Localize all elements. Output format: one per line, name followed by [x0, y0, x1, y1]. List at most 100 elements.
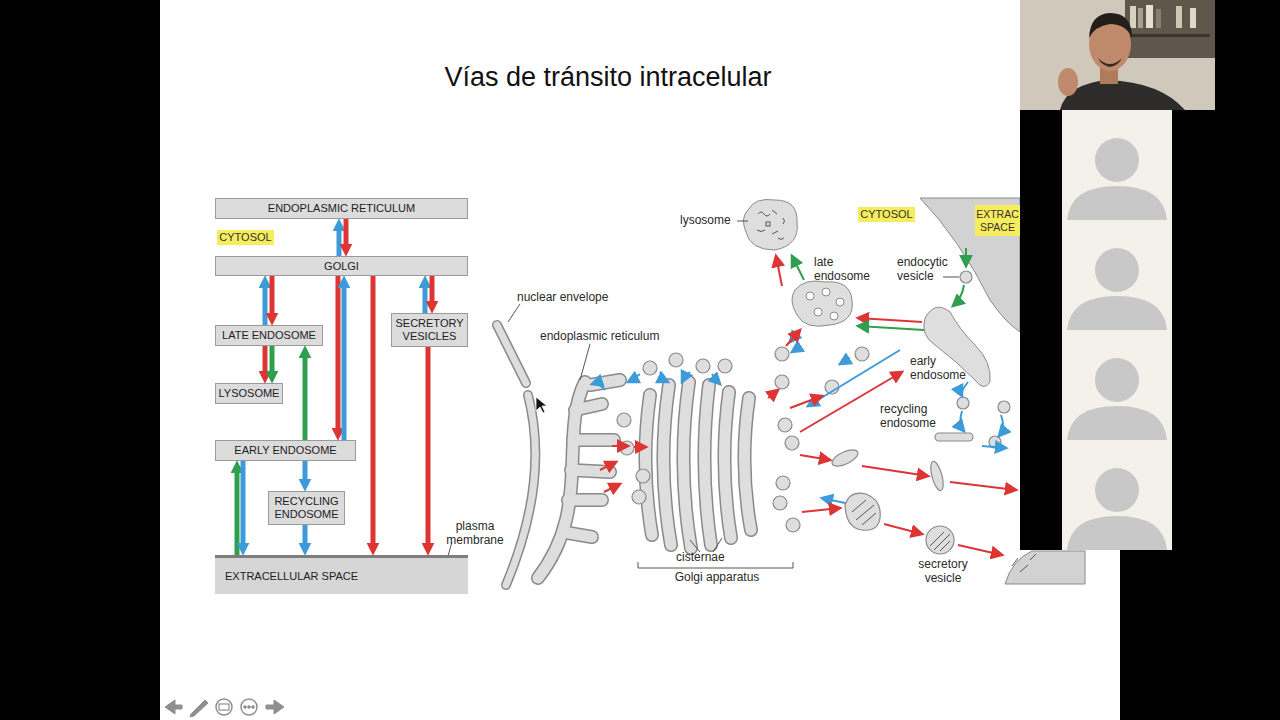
- lysosome-contents: [778, 238, 784, 240]
- transport-vesicles: [928, 460, 945, 492]
- secretory-arrows: [800, 455, 830, 460]
- extracellular-band: EXTRACELLULAR SPACE: [215, 555, 468, 594]
- transport-vesicles: [935, 433, 973, 441]
- exocytosis-mark: [1012, 554, 1036, 572]
- compartment-box: ENDOPLASMIC RETICULUM: [215, 198, 468, 219]
- books: [1130, 34, 1210, 37]
- node-label: SECRETORY VESICLES: [392, 317, 467, 342]
- slide-nav-icons: [248, 706, 251, 709]
- intraluminal-vesicles: [806, 288, 844, 320]
- secretory-arrows: [958, 545, 1002, 555]
- lysosome-contents: [772, 231, 778, 234]
- secretory-arrows: [600, 256, 1016, 555]
- transport-arrow: [303, 354, 308, 440]
- lysosome-contents: [772, 210, 777, 214]
- transport-arrow: [235, 469, 240, 555]
- secretory-arrows: [786, 330, 800, 346]
- part-label: late endosome: [814, 255, 876, 284]
- participant-tiles: [1095, 138, 1139, 182]
- node-label: CYTOSOL: [219, 231, 271, 244]
- books: [1138, 8, 1143, 28]
- participant-tiles: [1095, 358, 1139, 402]
- participant-tiles: [1062, 110, 1172, 550]
- transport-arrow: [263, 346, 268, 375]
- golgi-cisterna: [645, 382, 751, 548]
- transport-vesicles: [957, 397, 969, 409]
- webcam-background: [1020, 0, 1215, 110]
- participant-tiles: [1067, 516, 1167, 550]
- books: [1156, 9, 1161, 28]
- region-tag: CYTOSOL: [858, 207, 915, 222]
- retrieval-arrows: [592, 384, 605, 390]
- transport-arrow: [270, 276, 275, 317]
- leader-lines: [943, 277, 959, 278]
- transport-arrow: [270, 346, 275, 375]
- golgi-cisterna: [645, 382, 751, 548]
- transport-vesicles: [855, 347, 869, 361]
- secretory-arrows: [776, 256, 782, 286]
- retrieval-arrows: [792, 348, 798, 352]
- part-label: Golgi apparatus: [650, 570, 784, 584]
- compartment-box: LATE ENDOSOME: [215, 325, 323, 346]
- secretory-arrows: [600, 462, 616, 470]
- secretory-arrows: [634, 446, 646, 448]
- transport-vesicles: [643, 361, 657, 375]
- endocytic-arrows: [792, 248, 966, 330]
- retrieval-arrows: [982, 446, 1006, 448]
- transport-arrow: [241, 461, 246, 547]
- secretory-arrows: [768, 390, 778, 398]
- compartment-box: LYSOSOME: [215, 383, 283, 404]
- secretory-arrows: [858, 318, 922, 322]
- part-label: nuclear envelope: [517, 290, 627, 304]
- secretory-arrows: [612, 445, 628, 447]
- intraluminal-vesicles: [814, 308, 822, 316]
- part-label: secretory vesicle: [912, 557, 974, 586]
- transport-vesicles: [636, 469, 650, 483]
- transport-vesicles: [632, 490, 646, 504]
- compartment-box: RECYCLING ENDOSOME: [268, 491, 345, 525]
- slide-nav-icons: [252, 706, 255, 709]
- participant-tiles: [1095, 248, 1139, 292]
- lysosome-contents: [757, 230, 765, 232]
- node-label: EARLY ENDOSOME: [234, 444, 336, 457]
- vesicle-hatching: [930, 532, 950, 551]
- endocytic-arrows: [858, 326, 924, 330]
- transport-vesicles: [617, 271, 1010, 554]
- books: [1130, 6, 1136, 28]
- transport-vesicles: [617, 413, 631, 427]
- transport-vesicles: [785, 436, 799, 450]
- node-label: CYTOSOL: [860, 208, 912, 221]
- region-tag: CYTOSOL: [217, 230, 274, 245]
- participant-tiles: [1067, 186, 1167, 220]
- endocytic-arrows: [792, 256, 804, 280]
- transport-arrow: [430, 276, 435, 305]
- node-label: LYSOSOME: [219, 387, 280, 400]
- transport-vesicles: [998, 401, 1010, 413]
- transport-vesicles: [778, 418, 792, 432]
- retrieval-arrows: [660, 372, 668, 382]
- er-shape: [538, 380, 620, 578]
- transport-arrow: [263, 284, 268, 325]
- vesicle-hatching: [852, 500, 876, 525]
- secretory-arrows: [790, 396, 822, 408]
- books: [1130, 5, 1210, 37]
- transport-vesicles: [830, 447, 860, 470]
- participant-tiles: [1095, 468, 1139, 512]
- participant-tiles: [1067, 296, 1167, 330]
- transport-vesicles: [696, 359, 710, 373]
- node-label: EXTRACELLULAR SPACE: [225, 570, 358, 583]
- intraluminal-vesicles: [836, 298, 844, 306]
- slide-nav-icons: [165, 699, 284, 717]
- person-beard: [1098, 58, 1122, 67]
- retrieval-arrows: [840, 358, 850, 364]
- slide-nav-icons: [190, 700, 208, 717]
- plasma-membrane-region: [1005, 551, 1085, 584]
- part-label: endocytic vesicle: [897, 255, 957, 284]
- transport-vesicles: [775, 347, 789, 361]
- node-label: EXTRAC SPACE: [975, 208, 1020, 232]
- er-shape: [538, 380, 620, 578]
- part-label: cisternae: [676, 550, 746, 564]
- part-label: early endosome: [910, 354, 975, 383]
